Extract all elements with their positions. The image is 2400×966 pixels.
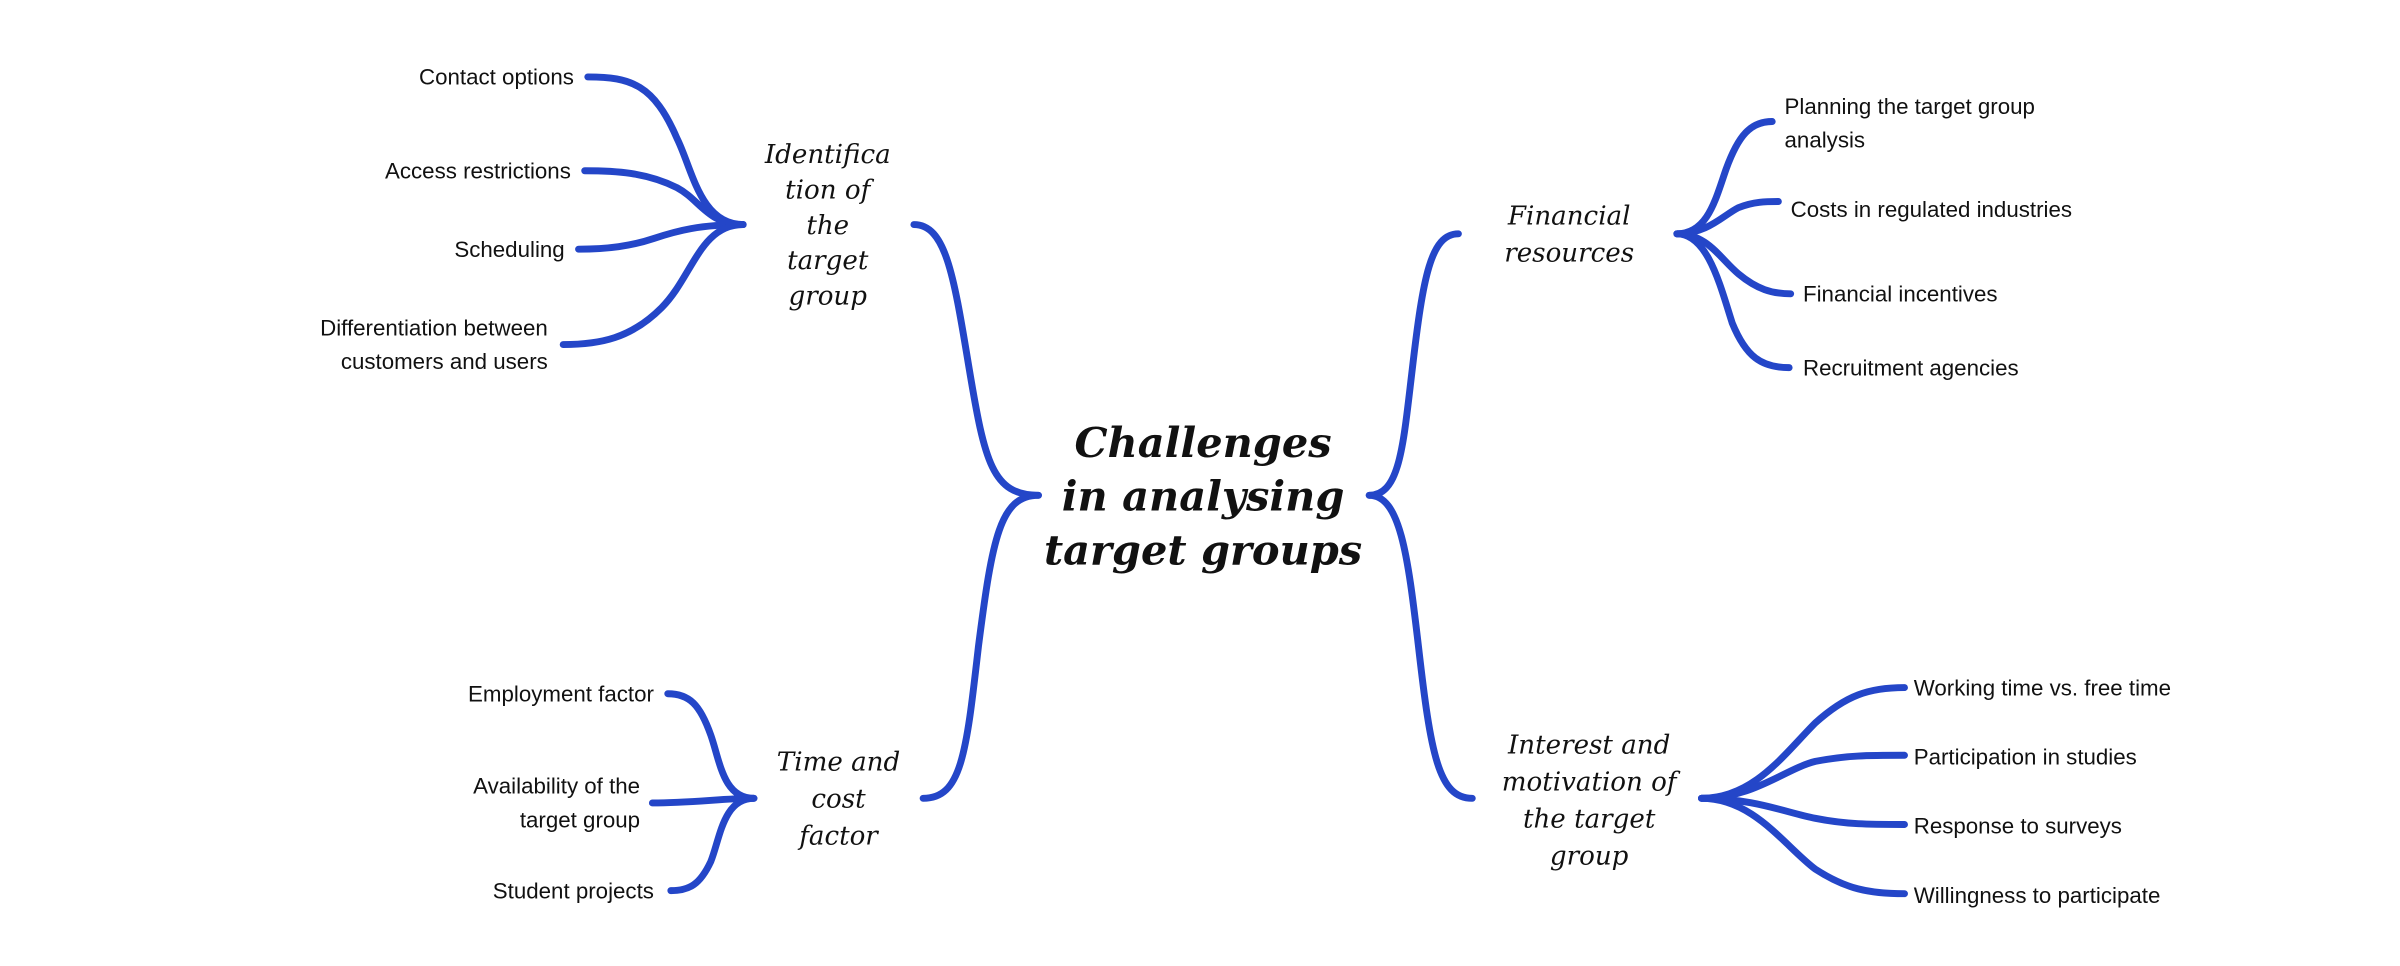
leaf-willingness[interactable]: Willingness to participate bbox=[1914, 883, 2161, 908]
central-topic[interactable]: Challenges in analysing target groups bbox=[1044, 418, 1362, 575]
branch-label-line: group bbox=[789, 282, 868, 312]
leaf-contact-options[interactable]: Contact options bbox=[419, 65, 574, 90]
branch-label-line: motivation of bbox=[1502, 768, 1681, 798]
leaf-scheduling[interactable]: Scheduling bbox=[454, 237, 564, 262]
connector-identification bbox=[910, 221, 1042, 499]
leaf-planning[interactable]: Planning the target group analysis bbox=[1785, 94, 2035, 153]
leaf-line: customers and users bbox=[341, 349, 548, 374]
branch-label-line: Identifica bbox=[764, 140, 891, 170]
branch-label-line: group bbox=[1550, 841, 1629, 871]
leaf-line: target group bbox=[520, 808, 640, 833]
branch-interest[interactable]: Interest and motivation of the target gr… bbox=[1502, 731, 1681, 872]
leaf-line: Differentiation between bbox=[320, 315, 548, 340]
leaf-recruitment-agencies[interactable]: Recruitment agencies bbox=[1803, 355, 2019, 380]
connector-planning bbox=[1673, 118, 1776, 238]
branch-identification[interactable]: Identifica tion of the target group bbox=[764, 140, 891, 312]
leaf-availability[interactable]: Availability of the target group bbox=[473, 774, 640, 833]
connector-employment bbox=[664, 690, 758, 802]
leaf-student-projects[interactable]: Student projects bbox=[493, 878, 654, 903]
branch-label-line: the target bbox=[1523, 805, 1656, 835]
branch-label-line: the bbox=[806, 211, 849, 241]
leaf-access-restrictions[interactable]: Access restrictions bbox=[385, 158, 571, 183]
branch-time-cost[interactable]: Time and cost factor bbox=[777, 748, 900, 852]
branch-label-line: Time and bbox=[777, 748, 900, 778]
connector-recruitment bbox=[1673, 230, 1793, 372]
connector-incentives bbox=[1673, 230, 1795, 298]
branch-label-line: Financial bbox=[1507, 202, 1631, 232]
connector-time-cost bbox=[919, 491, 1042, 802]
connector-costs bbox=[1673, 198, 1782, 238]
connector-scheduling bbox=[575, 221, 747, 253]
connector-financial bbox=[1365, 230, 1462, 499]
connector-willingness bbox=[1697, 794, 1908, 898]
branch-financial[interactable]: Financial resources bbox=[1504, 202, 1634, 269]
connector-working-time bbox=[1697, 684, 1908, 802]
connector-contact-options bbox=[584, 73, 747, 229]
central-topic-line: target groups bbox=[1044, 526, 1362, 575]
branch-label-line: Interest and bbox=[1507, 731, 1670, 761]
connector-interest bbox=[1365, 491, 1476, 802]
branch-label-line: cost bbox=[811, 785, 866, 815]
branch-label-line: resources bbox=[1504, 238, 1634, 268]
connector-access-restrictions bbox=[581, 167, 747, 229]
leaf-costs-regulated[interactable]: Costs in regulated industries bbox=[1791, 197, 2072, 222]
branch-label-line: factor bbox=[797, 821, 879, 851]
leaf-financial-incentives[interactable]: Financial incentives bbox=[1803, 281, 1998, 306]
branch-label-line: tion of bbox=[785, 175, 874, 205]
leaf-response-surveys[interactable]: Response to surveys bbox=[1914, 814, 2122, 839]
leaf-line: analysis bbox=[1785, 128, 1866, 153]
central-topic-line: in analysing bbox=[1062, 472, 1345, 521]
connector-student-projects bbox=[667, 794, 758, 895]
connector-response bbox=[1697, 794, 1908, 828]
leaf-line: Planning the target group bbox=[1785, 94, 2035, 119]
leaf-line: Availability of the bbox=[473, 774, 640, 799]
leaf-employment-factor[interactable]: Employment factor bbox=[468, 681, 654, 706]
leaf-working-time[interactable]: Working time vs. free time bbox=[1914, 675, 2171, 700]
connector-differentiation bbox=[559, 221, 747, 349]
connector-participation bbox=[1697, 751, 1908, 802]
branch-label-line: target bbox=[787, 246, 869, 276]
leaf-participation[interactable]: Participation in studies bbox=[1914, 744, 2137, 769]
central-topic-line: Challenges bbox=[1075, 418, 1332, 467]
leaf-differentiation[interactable]: Differentiation between customers and us… bbox=[320, 315, 548, 374]
